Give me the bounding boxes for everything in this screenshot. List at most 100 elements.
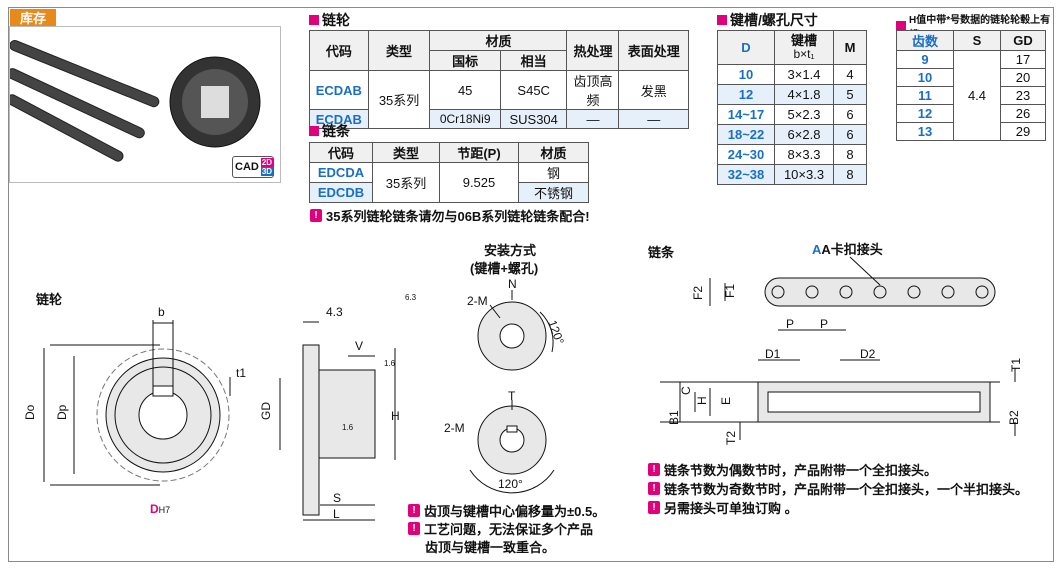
sprocket-note-3: 齿顶与键槽一致重合。 bbox=[425, 537, 555, 556]
dim-roughness-c: 6.3 bbox=[405, 293, 417, 302]
cell-surface: 发黑 bbox=[618, 70, 689, 110]
cell-n: 13 bbox=[896, 122, 954, 141]
chain-note-2: ! 链条节数为奇数节时，产品附带一个全扣接头，一个半扣接头。 bbox=[648, 479, 1028, 498]
chain-note-text-2: 链条节数为奇数节时，产品附带一个全扣接头，一个半扣接头。 bbox=[664, 482, 1029, 497]
th-code: 代码 bbox=[309, 142, 373, 163]
sprocket-title-text: 链轮 bbox=[322, 12, 350, 28]
compat-note-text: 35系列链轮链条请勿与06B系列链轮链条配合! bbox=[326, 209, 590, 224]
dim-roughness-a: 1.6 bbox=[384, 359, 396, 368]
cell-gb: 45 bbox=[429, 70, 501, 110]
cell-s: 4.4 bbox=[953, 50, 1001, 141]
dim-h7: H7 bbox=[159, 505, 171, 515]
chain-section-title: 链条 bbox=[309, 121, 350, 141]
cell-gd: 29 bbox=[1000, 122, 1046, 141]
compat-note: ! 35系列链轮链条请勿与06B系列链轮链条配合! bbox=[310, 206, 590, 225]
section-marker-icon bbox=[309, 15, 319, 25]
dim-gd: GD bbox=[259, 402, 273, 420]
cad-label: CAD bbox=[235, 161, 259, 173]
dim-dp: Dp bbox=[55, 404, 69, 420]
warning-icon: ! bbox=[408, 504, 420, 517]
dim-n: N bbox=[508, 277, 517, 291]
cad-badge[interactable]: CAD 2D 3D bbox=[232, 156, 274, 178]
chain-table: 代码 类型 节距(P) 材质 EDCDA 35系列 9.525 钢 EDCDB … bbox=[309, 142, 589, 203]
sprocket-side-view bbox=[279, 321, 396, 521]
cell-d: 14~17 bbox=[717, 104, 775, 125]
keyway-title-text: 键槽/螺孔尺寸 bbox=[730, 12, 818, 28]
cell-d: 18~22 bbox=[717, 124, 775, 145]
sprocket-drawing-label: 链轮 bbox=[36, 292, 63, 307]
stock-tag: 库存 bbox=[10, 9, 56, 26]
dim-b: b bbox=[158, 305, 165, 319]
th-heat: 热处理 bbox=[566, 30, 620, 71]
keyway-section-title: 键槽/螺孔尺寸 bbox=[717, 10, 818, 30]
dim-dh7: DH7 bbox=[150, 502, 170, 516]
warning-icon: ! bbox=[648, 463, 660, 476]
th-gb: 国标 bbox=[429, 50, 501, 71]
th-equiv: 相当 bbox=[499, 50, 568, 71]
cell-code: ECDAB bbox=[309, 70, 369, 110]
dim-s: S bbox=[333, 491, 341, 505]
sprocket-photo bbox=[169, 56, 261, 148]
dim-2m-b: 2-M bbox=[444, 421, 465, 435]
chain-note-3: ! 另需接头可单独订购 。 bbox=[648, 498, 798, 517]
dim-120-b: 120° bbox=[498, 477, 523, 491]
section-marker-icon bbox=[717, 15, 727, 25]
cell-gd: 23 bbox=[1000, 86, 1046, 105]
dim-p2: P bbox=[820, 317, 828, 331]
warning-icon: ! bbox=[408, 522, 420, 535]
cell-heat: — bbox=[566, 109, 620, 129]
sprocket-section-title: 链轮 bbox=[309, 10, 350, 30]
warning-icon: ! bbox=[648, 501, 660, 514]
dim-e: E bbox=[719, 397, 733, 405]
dim-h: H bbox=[391, 409, 400, 423]
cell-bt: 6×2.8 bbox=[774, 124, 834, 145]
cell-surface: — bbox=[618, 109, 689, 129]
cell-gb: 0Cr18Ni9 bbox=[429, 109, 501, 129]
mount-view-bottom bbox=[469, 400, 555, 494]
sprocket-note-text-2: 工艺问题，无法保证多个产品 bbox=[424, 522, 594, 537]
sprocket-front-view bbox=[43, 320, 231, 486]
th-m: M bbox=[833, 30, 867, 65]
dim-t: T bbox=[508, 389, 516, 403]
section-marker-icon bbox=[309, 126, 319, 136]
dim-hh: H bbox=[695, 396, 709, 405]
chain-title-text: 链条 bbox=[322, 123, 350, 139]
dim-b1: B1 bbox=[667, 410, 681, 425]
dim-l: L bbox=[333, 507, 340, 521]
dim-f2: F2 bbox=[691, 286, 705, 300]
dim-v: V bbox=[355, 339, 363, 353]
dim-b2: B2 bbox=[1007, 410, 1021, 425]
cell-code: EDCDA bbox=[309, 162, 373, 183]
warning-icon: ! bbox=[310, 209, 322, 222]
th-code: 代码 bbox=[309, 30, 369, 71]
cad-3d: 3D bbox=[260, 167, 274, 176]
dim-f1: F1 bbox=[723, 284, 737, 298]
dim-d-letter: D bbox=[150, 502, 159, 516]
chain-note-text-3: 另需接头可单独订购 。 bbox=[664, 501, 798, 516]
cell-type: 35系列 bbox=[367, 70, 431, 129]
th-teeth: 齿数 bbox=[896, 30, 954, 51]
cell-code: ECDAB bbox=[309, 109, 369, 129]
page-frame bbox=[8, 7, 1054, 562]
chain-note-1: ! 链条节数为偶数节时，产品附带一个全扣接头。 bbox=[648, 460, 937, 479]
dim-t1-chain: T1 bbox=[1009, 358, 1023, 372]
cell-gd: 26 bbox=[1000, 104, 1046, 123]
cell-m: 8 bbox=[833, 164, 867, 185]
cell-heat: 齿顶高频 bbox=[566, 70, 620, 110]
th-slot-sub: b×t₁ bbox=[793, 47, 815, 61]
dim-roughness-b: 1.6 bbox=[342, 423, 354, 432]
sprocket-note-1: !齿顶与键槽中心偏移量为±0.5。 bbox=[408, 501, 605, 520]
sprocket-table: 代码 类型 材质 热处理 表面处理 国标 相当 ECDAB 35系列 45 S4… bbox=[309, 30, 689, 129]
chain-note-text-1: 链条节数为偶数节时，产品附带一个全扣接头。 bbox=[664, 463, 938, 478]
warning-icon: ! bbox=[648, 482, 660, 495]
mount-view-top bbox=[477, 290, 554, 371]
chain-drawing-label: 链条 bbox=[648, 245, 675, 260]
dim-t1: t1 bbox=[236, 366, 246, 380]
